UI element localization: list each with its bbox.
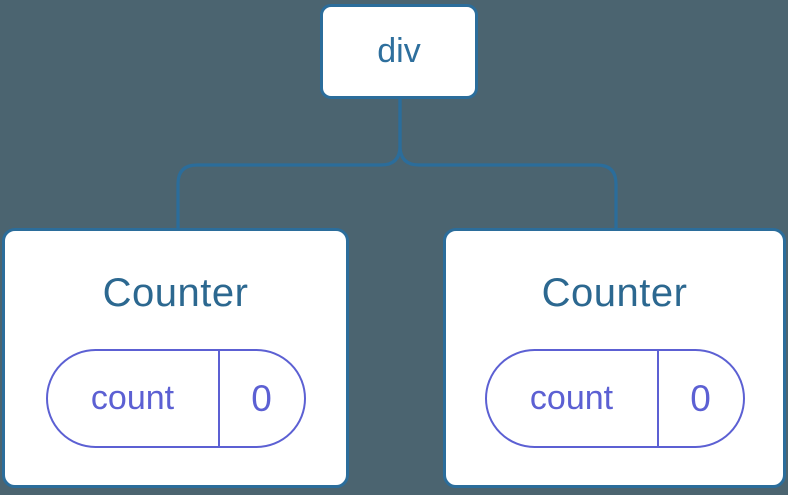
counter-title: Counter bbox=[102, 271, 249, 315]
root-node-div: div bbox=[320, 4, 478, 99]
counter-title: Counter bbox=[541, 271, 688, 315]
state-value: 0 bbox=[690, 377, 711, 419]
state-pill: count 0 bbox=[484, 349, 745, 448]
state-value: 0 bbox=[251, 377, 272, 419]
state-key: count bbox=[48, 351, 220, 446]
connector-left-branch bbox=[176, 99, 402, 228]
counter-node-left: Counter count 0 bbox=[2, 228, 349, 488]
root-node-label: div bbox=[377, 32, 421, 70]
counter-node-right: Counter count 0 bbox=[443, 228, 786, 488]
connector-right-branch bbox=[398, 99, 618, 228]
state-pill: count 0 bbox=[45, 349, 306, 448]
state-key: count bbox=[487, 351, 659, 446]
